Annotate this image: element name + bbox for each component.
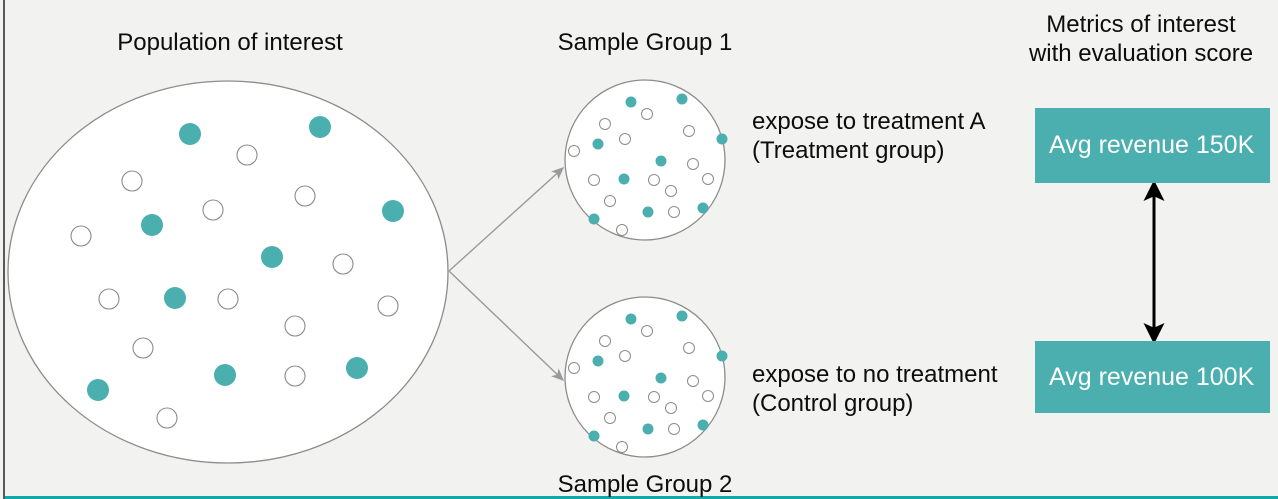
sample-group-1-dot-filled [697, 202, 709, 214]
population-dot-filled [309, 116, 331, 138]
sample-group-2-dot-empty [668, 423, 680, 435]
sample-group-2-dot-filled [655, 372, 667, 384]
population-dot-filled [87, 379, 109, 401]
population-dot-empty [70, 225, 92, 247]
population-dot-filled [261, 246, 283, 268]
population-dot-filled [141, 214, 163, 236]
treatment-caption-line-1: expose to treatment A [752, 108, 986, 135]
sample-group-1-title: Sample Group 1 [557, 29, 733, 56]
control-caption-line-2: (Control group) [752, 390, 914, 418]
sample-group-1-dot-filled [716, 133, 728, 145]
connector-arrow-to-group-1 [448, 167, 565, 272]
sample-group-1-dot-empty [665, 185, 677, 197]
sample-group-2-dot-empty [599, 335, 611, 347]
population-dot-empty [121, 170, 143, 192]
sample-group-2-title: Sample Group 2 [557, 471, 733, 498]
sample-group-1-dot-empty [599, 118, 611, 130]
sample-group-2-dot-empty [604, 412, 616, 424]
sample-group-1-dot-filled [588, 213, 600, 225]
population-ellipse-group [7, 80, 449, 464]
population-ellipse [7, 80, 449, 464]
sample-group-2-dot-empty [588, 391, 600, 403]
sample-group-2-dot-filled [697, 419, 709, 431]
population-dot-empty [284, 315, 306, 337]
sample-group-1-dots [568, 93, 728, 236]
sample-group-1-dot-empty [619, 133, 631, 145]
sample-group-2-dot-empty [648, 391, 660, 403]
sample-group-2-dot-empty [702, 390, 714, 402]
population-to-sample-connectors [448, 167, 565, 381]
sample-group-1-dot-empty [604, 195, 616, 207]
metrics-title: Metrics of interest with evaluation scor… [1010, 10, 1272, 69]
metric-box-treatment: Avg revenue 150K [1035, 108, 1270, 183]
sample-group-1-dot-filled [655, 155, 667, 167]
control-caption-line-1: expose to no treatment [752, 361, 998, 388]
sample-group-1-dot-empty [668, 206, 680, 218]
treatment-caption-line-2: (Treatment group) [752, 137, 945, 165]
sample-group-1-dot-empty [687, 158, 699, 170]
sample-group-2-dot-filled [642, 423, 654, 435]
treatment-caption: expose to treatment A (Treatment group) [752, 107, 985, 166]
population-dot-filled [382, 200, 404, 222]
control-caption: expose to no treatment (Control group) [752, 360, 997, 419]
metrics-title-line-2: with evaluation score [1028, 40, 1254, 68]
population-title: Population of interest [117, 29, 343, 56]
population-dot-filled [164, 287, 186, 309]
sample-group-1-dot-filled [642, 206, 654, 218]
population-dot-empty [332, 253, 354, 275]
sample-group-2-dot-empty [568, 362, 580, 374]
sample-group-2-dot-empty [683, 342, 695, 354]
population-dot-filled [214, 364, 236, 386]
population-dot-empty [156, 407, 178, 429]
sample-group-1-dot-filled [625, 96, 637, 108]
sample-group-1-dot-empty [641, 108, 653, 120]
sample-group-2-dot-empty [619, 350, 631, 362]
sample-group-2-dot-filled [618, 390, 630, 402]
bottom-accent-rule [5, 496, 1278, 499]
sample-group-2-dot-empty [616, 441, 628, 453]
metric-box-control: Avg revenue 100K [1035, 341, 1270, 413]
population-dot-empty [132, 337, 154, 359]
sample-group-2-dot-empty [641, 325, 653, 337]
population-dot-filled [179, 123, 201, 145]
population-dot-empty [217, 288, 239, 310]
population-dot-empty [98, 288, 120, 310]
sample-group-1-dot-filled [676, 93, 688, 105]
sample-group-2-dot-filled [676, 310, 688, 322]
metric-label-treatment: Avg revenue 150K [1049, 131, 1255, 159]
sample-group-2-circle-group [564, 296, 728, 458]
metric-label-control: Avg revenue 100K [1049, 362, 1255, 391]
sample-group-2-dots [568, 310, 728, 453]
sample-group-2-dot-filled [625, 313, 637, 325]
left-border-rule [3, 0, 5, 499]
metrics-title-line-1: Metrics of interest [1046, 11, 1236, 38]
sample-group-2-dot-empty [665, 402, 677, 414]
population-dot-empty [377, 295, 399, 317]
population-dot-empty [284, 365, 306, 387]
sample-group-1-dot-filled [592, 138, 604, 150]
sample-group-1-circle-group [564, 79, 728, 241]
population-dot-empty [236, 144, 258, 166]
sample-group-1-dot-filled [618, 173, 630, 185]
sample-group-1-dot-empty [616, 224, 628, 236]
sample-group-1-dot-empty [702, 173, 714, 185]
sample-group-2-dot-empty [687, 375, 699, 387]
sample-group-2-dot-filled [592, 355, 604, 367]
sample-group-1-dot-empty [683, 125, 695, 137]
sample-group-1-dot-empty [568, 145, 580, 157]
sample-group-2-dot-filled [588, 430, 600, 442]
population-dot-empty [294, 185, 316, 207]
sample-group-1-dot-empty [588, 174, 600, 186]
population-dot-empty [202, 199, 224, 221]
population-dots [70, 116, 404, 429]
sample-group-1-dot-empty [648, 174, 660, 186]
sample-group-2-dot-filled [716, 350, 728, 362]
population-dot-filled [346, 357, 368, 379]
connector-arrow-to-group-2 [448, 270, 565, 381]
